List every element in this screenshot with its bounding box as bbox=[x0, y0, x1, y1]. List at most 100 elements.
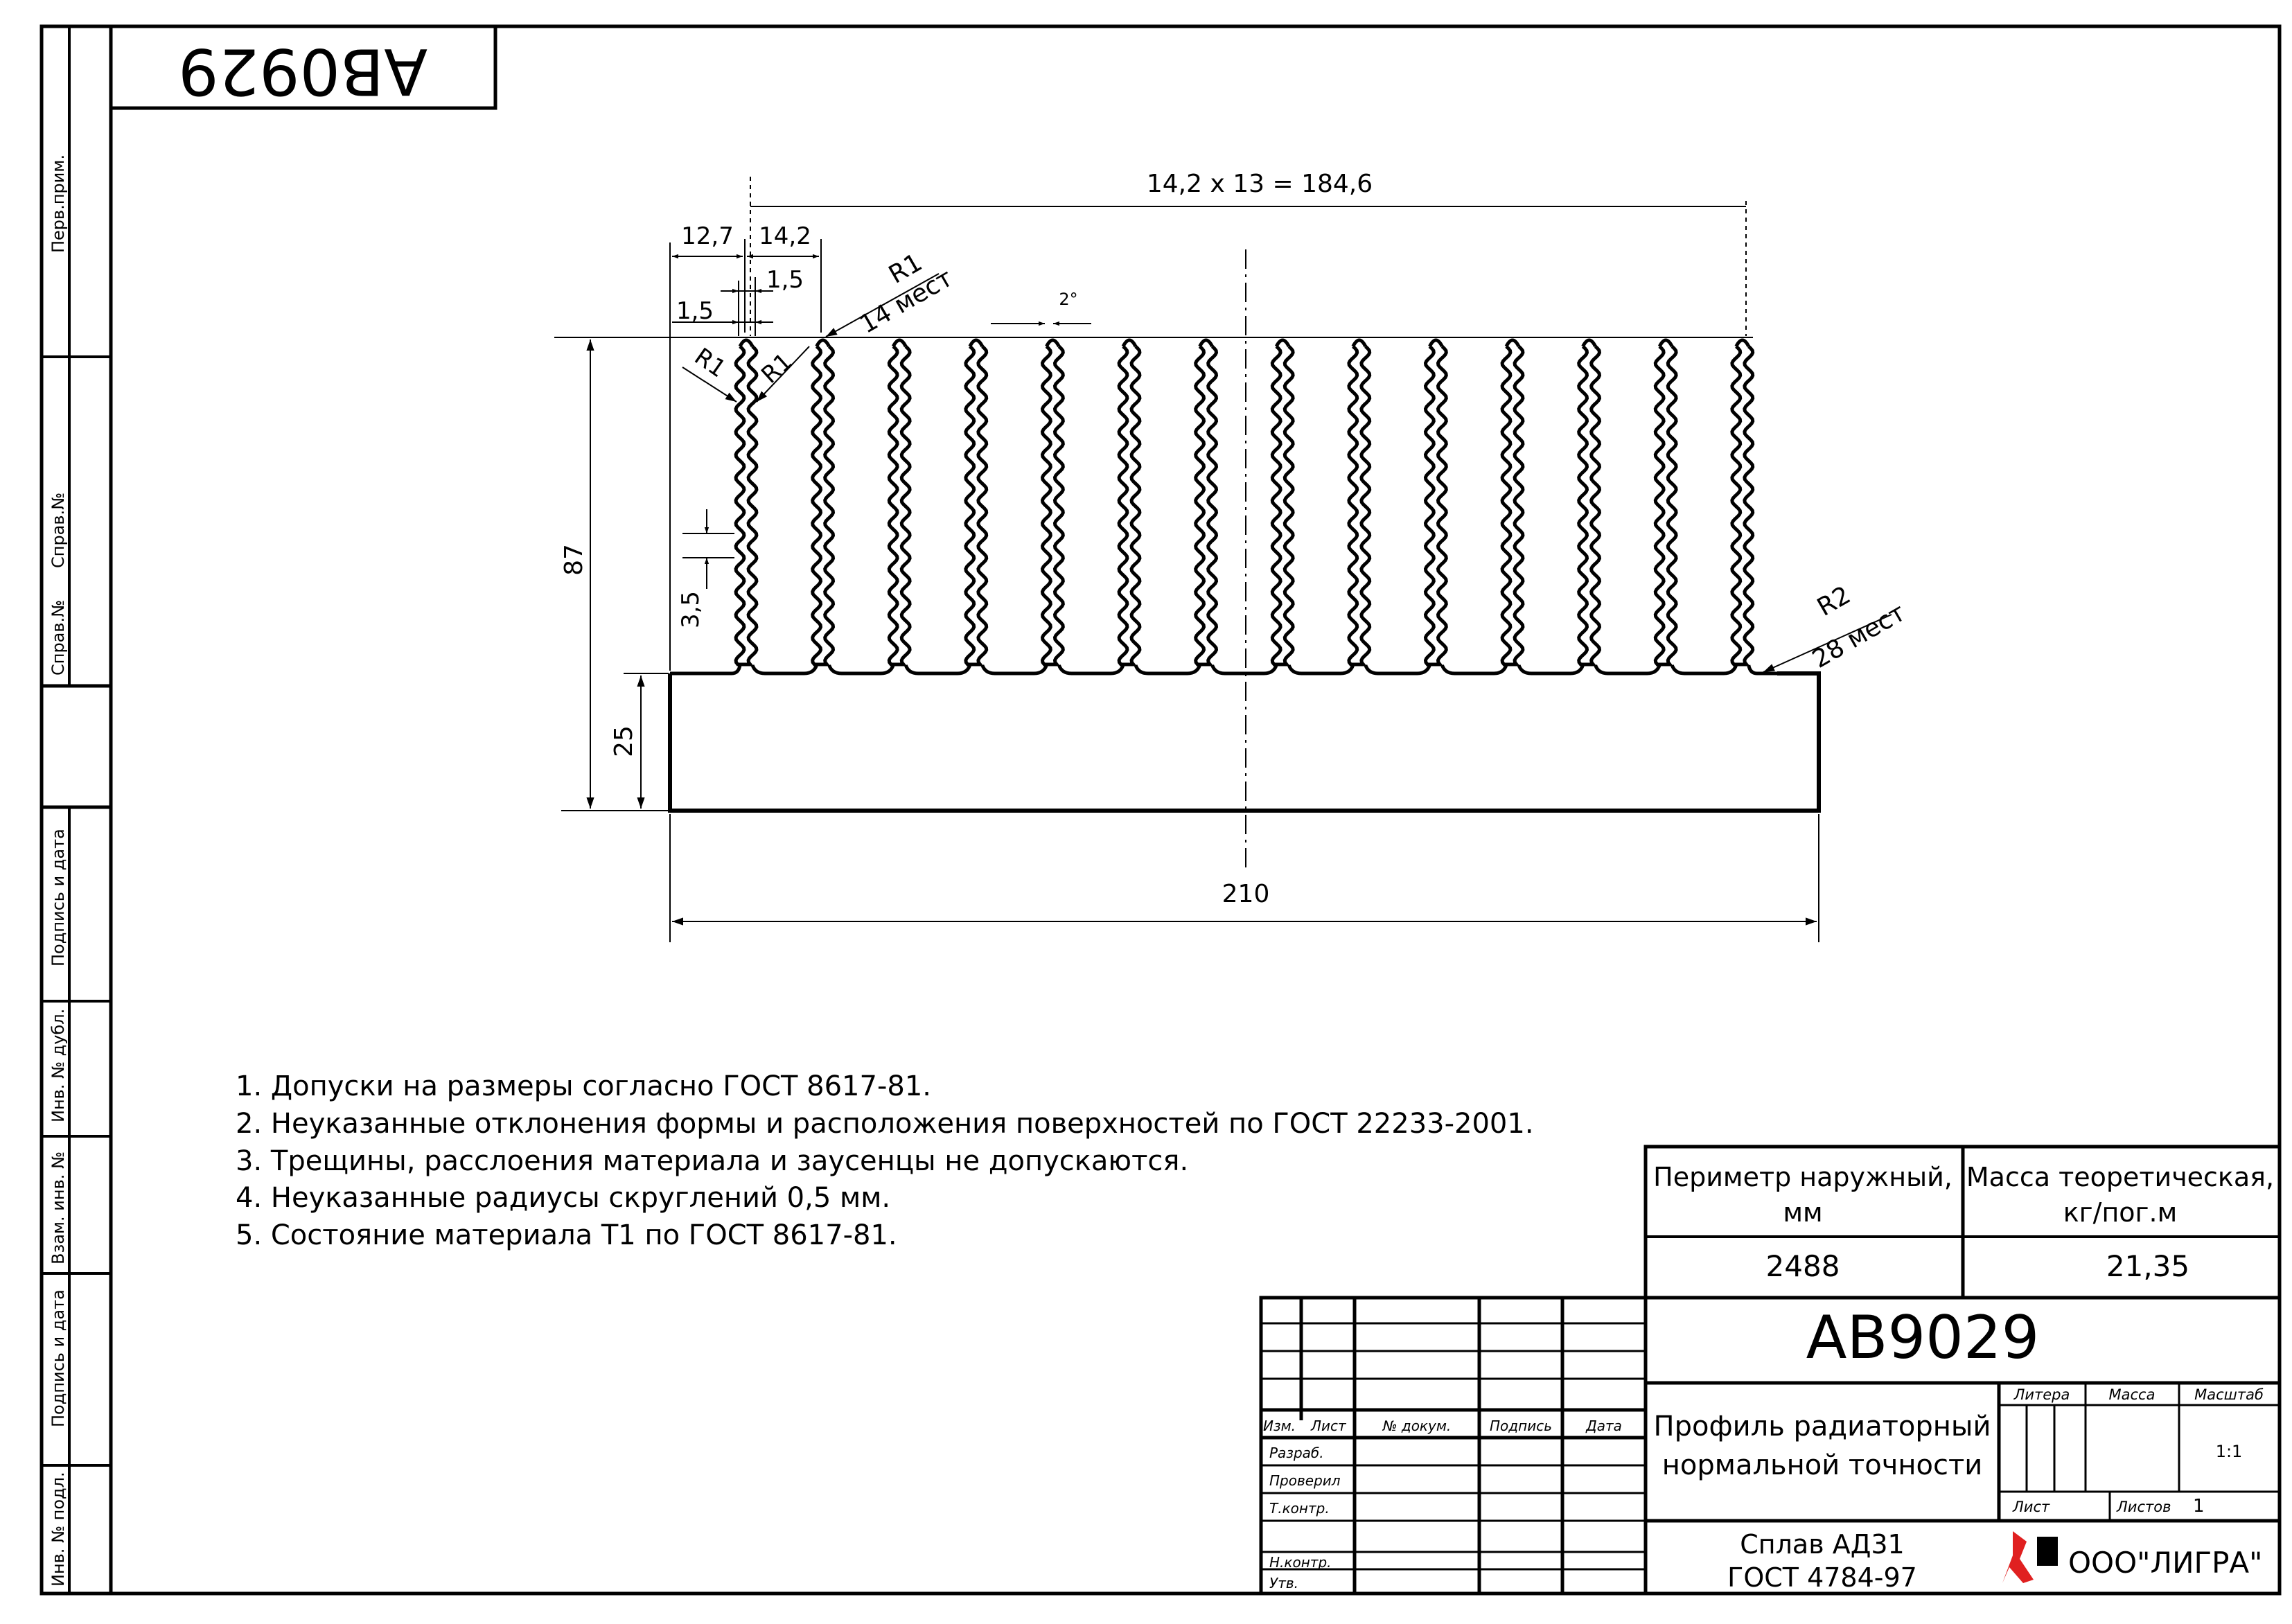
fin-root bbox=[1210, 664, 1278, 676]
dim-height-total: 87 bbox=[560, 544, 588, 576]
row-nkontr: Н.контр. bbox=[1269, 1554, 1332, 1571]
col-doc: № докум. bbox=[1382, 1418, 1452, 1434]
heatsink-fin bbox=[1423, 345, 1448, 667]
heatsink-fin bbox=[734, 345, 759, 667]
row-tkontr: Т.контр. bbox=[1269, 1500, 1330, 1517]
heatsink-fin bbox=[1270, 345, 1295, 667]
note-5: 5. Состояние материала Т1 по ГОСТ 8617-8… bbox=[236, 1219, 897, 1251]
note-4: 4. Неуказанные радиусы скруглений 0,5 мм… bbox=[236, 1182, 891, 1214]
fin-tip bbox=[1657, 338, 1674, 348]
title-name-line-2: нормальной точности bbox=[1662, 1449, 1983, 1481]
dim-fin-thickness-b: 1,5 bbox=[676, 297, 714, 325]
massa-label: Масса bbox=[2109, 1386, 2156, 1403]
note-2: 2. Неуказанные отклонения формы и распол… bbox=[236, 1108, 1534, 1140]
fin-tip bbox=[738, 338, 755, 348]
title-block bbox=[1259, 1145, 2282, 1596]
perimeter-label-2: мм bbox=[1783, 1197, 1822, 1228]
col-list: Лист bbox=[1310, 1418, 1347, 1434]
dim-radius-left-b: R1 bbox=[756, 348, 797, 389]
side-label-inv-podl: Инв. № подл. bbox=[49, 1472, 68, 1587]
dim-left-offset: 12,7 bbox=[681, 222, 734, 250]
sheets-value: 1 bbox=[2193, 1496, 2205, 1517]
col-date: Дата bbox=[1585, 1418, 1622, 1434]
heatsink-fins bbox=[734, 338, 1755, 667]
dim-fin-thickness-a: 1,5 bbox=[766, 266, 804, 294]
heatsink-fin bbox=[887, 345, 912, 667]
fin-root bbox=[1594, 664, 1661, 676]
fin-tip bbox=[1734, 338, 1751, 348]
material-line-1: Сплав АД31 bbox=[1740, 1529, 1904, 1560]
fin-root-lines bbox=[670, 664, 1819, 676]
heatsink-fin bbox=[1117, 345, 1142, 667]
fin-root bbox=[1287, 664, 1355, 676]
heatsink-profile bbox=[668, 338, 1821, 813]
company-name: ООО"ЛИГРА" bbox=[2068, 1546, 2263, 1580]
fin-root bbox=[1440, 664, 1508, 676]
fin-tip bbox=[1121, 338, 1138, 348]
heatsink-fin bbox=[1194, 345, 1219, 667]
dim-radius-root: R2 bbox=[1813, 581, 1855, 621]
heatsink-fin bbox=[1577, 345, 1602, 667]
inner-frame bbox=[109, 24, 2282, 1596]
fin-tip bbox=[815, 338, 831, 348]
fin-root bbox=[750, 664, 818, 676]
fin-tip bbox=[1198, 338, 1214, 348]
litera-label: Литера bbox=[2013, 1386, 2070, 1403]
masshtab-label: Масштаб bbox=[2194, 1386, 2264, 1403]
top-stamp-code: AB0929 bbox=[178, 35, 427, 109]
dim-pitch-total: 14,2 x 13 = 184,6 bbox=[1147, 170, 1373, 198]
fin-tip bbox=[1428, 338, 1444, 348]
side-label-sprav-bottom: Справ.№ bbox=[49, 600, 68, 676]
heatsink-fin bbox=[1040, 345, 1065, 667]
fin-root bbox=[1134, 664, 1201, 676]
heatsink-fin bbox=[1730, 345, 1755, 667]
heatsink-fin bbox=[1500, 345, 1525, 667]
dim-draft-angle: 2° bbox=[1059, 290, 1077, 309]
fin-root bbox=[1747, 664, 1819, 676]
mass-label-2: кг/пог.м bbox=[2063, 1197, 2178, 1228]
scale-value: 1:1 bbox=[2216, 1442, 2243, 1461]
dim-radius-left-a: R1 bbox=[689, 343, 731, 384]
side-label-podpis-1: Подпись и дата bbox=[49, 829, 68, 967]
sheets-label: Листов bbox=[2116, 1499, 2171, 1515]
note-3: 3. Трещины, расслоения материала и заусе… bbox=[236, 1145, 1189, 1177]
dim-width-total: 210 bbox=[1222, 880, 1270, 908]
mass-value: 21,35 bbox=[2106, 1249, 2189, 1283]
row-razrab: Разраб. bbox=[1269, 1445, 1324, 1461]
perimeter-value: 2488 bbox=[1766, 1249, 1840, 1283]
heatsink-fin bbox=[964, 345, 989, 667]
fin-root bbox=[980, 664, 1048, 676]
mass-label-1: Масса теоретическая, bbox=[1966, 1162, 2274, 1192]
fin-root bbox=[827, 664, 895, 676]
fin-tip bbox=[891, 338, 908, 348]
note-1: 1. Допуски на размеры согласно ГОСТ 8617… bbox=[236, 1070, 932, 1102]
top-stamp-box bbox=[109, 24, 497, 110]
heatsink-fin bbox=[811, 345, 836, 667]
fin-root bbox=[1670, 664, 1738, 676]
side-label-perv-prim: Перв.прим. bbox=[49, 155, 68, 253]
fin-root bbox=[1057, 664, 1125, 676]
fin-root bbox=[1364, 664, 1431, 676]
fin-tip bbox=[1351, 338, 1368, 348]
col-izm: Изм. bbox=[1263, 1418, 1296, 1434]
fin-tip bbox=[968, 338, 985, 348]
fin-tip bbox=[1045, 338, 1061, 348]
fin-tip bbox=[1274, 338, 1291, 348]
fin-tip bbox=[1504, 338, 1521, 348]
fin-tip bbox=[1581, 338, 1597, 348]
company-logo bbox=[2002, 1531, 2058, 1583]
perimeter-label-1: Периметр наружный, bbox=[1653, 1162, 1952, 1192]
title-name-line-1: Профиль радиаторный bbox=[1654, 1411, 1991, 1442]
row-utv: Утв. bbox=[1269, 1575, 1298, 1591]
side-label-inv-dubl: Инв. № дубл. bbox=[49, 1009, 68, 1122]
title-designation: AB9029 bbox=[1806, 1303, 2040, 1373]
dim-base-height: 25 bbox=[610, 725, 638, 757]
row-proveril: Проверил bbox=[1269, 1472, 1341, 1489]
fin-root bbox=[903, 664, 972, 676]
fin-root bbox=[670, 664, 742, 676]
dim-pitch: 14,2 bbox=[759, 222, 811, 250]
dim-wave-pitch: 3,5 bbox=[677, 591, 705, 628]
side-label-vzam-inv: Взам. инв. № bbox=[49, 1151, 68, 1264]
sheet-label: Лист bbox=[2012, 1499, 2050, 1515]
